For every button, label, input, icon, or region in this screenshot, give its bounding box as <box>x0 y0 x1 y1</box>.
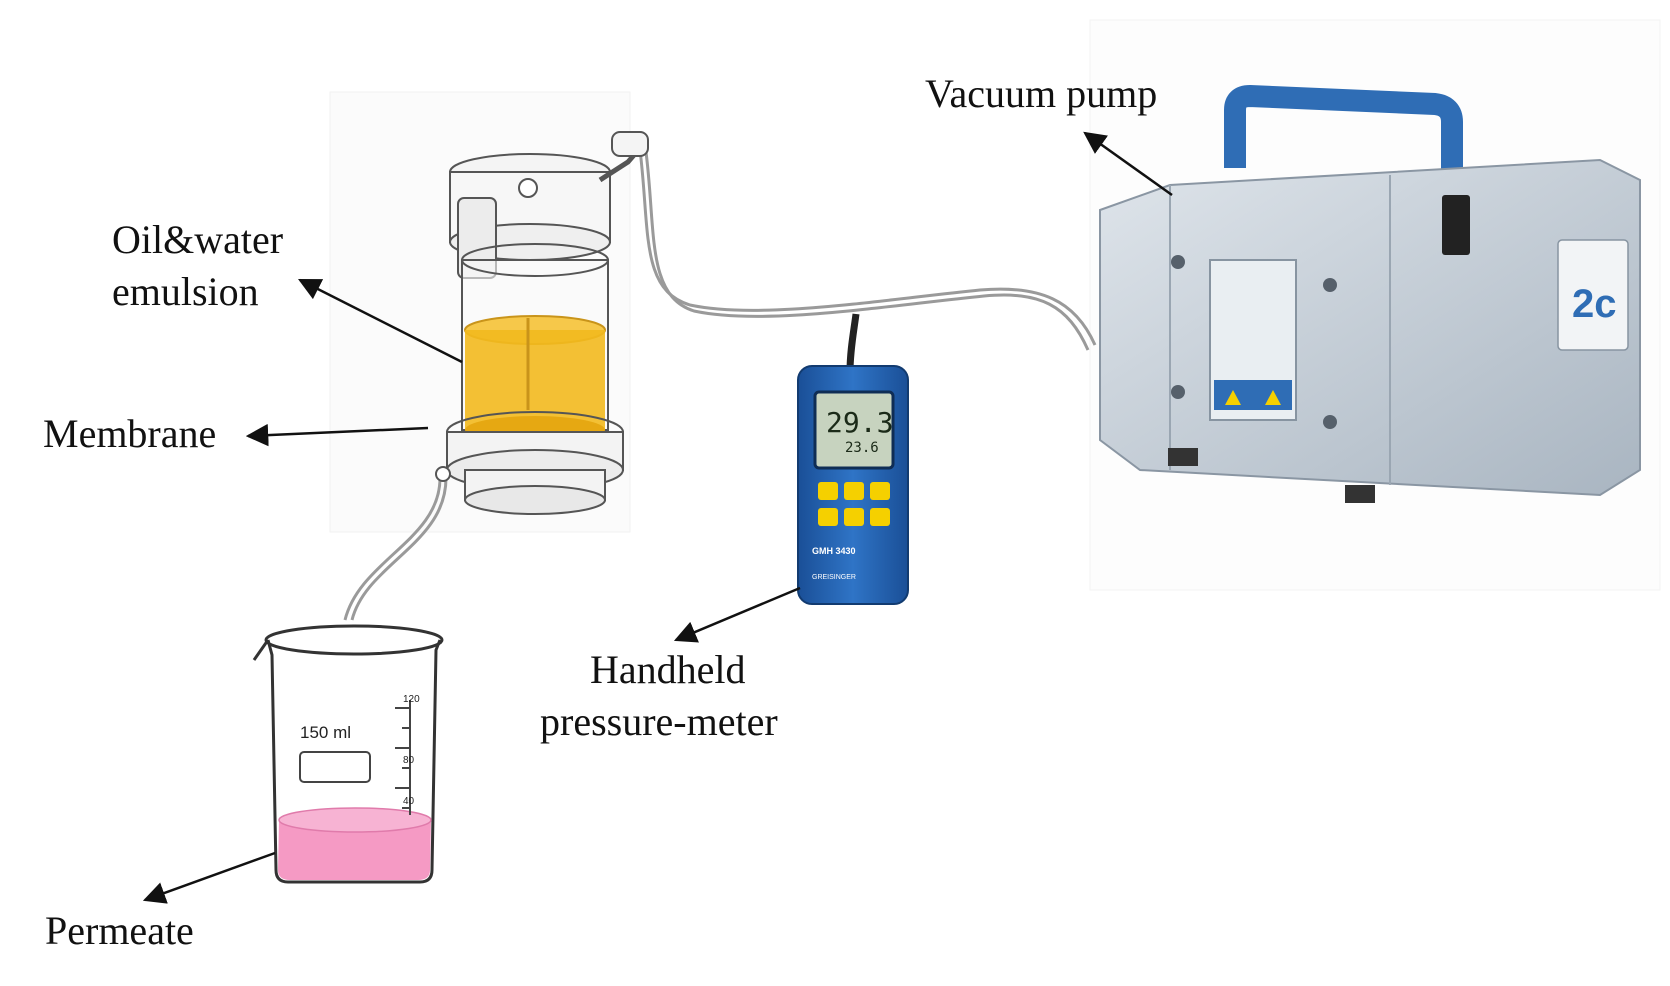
beaker-scale-mid: 80 <box>403 755 415 766</box>
label-emulsion-line2: emulsion <box>112 269 259 314</box>
beaker <box>252 624 444 884</box>
permeate-surface <box>278 807 432 833</box>
meter-model-label: GMH 3430 <box>812 546 856 556</box>
vacuum-pump <box>1099 85 1641 503</box>
permeate-liquid <box>278 820 431 880</box>
label-meter-line1: Handheld <box>590 647 746 692</box>
pressure-meter <box>797 313 909 605</box>
arrow-pressure-meter <box>673 586 801 643</box>
meter-reading-main: 29.3 <box>826 406 894 439</box>
arrow-membrane <box>245 423 429 447</box>
arrow-vacuum-pump <box>1083 131 1173 197</box>
tubing <box>343 149 1097 621</box>
beaker-volume-label: 150 ml <box>300 723 352 742</box>
beaker-scale-top: 120 <box>403 694 420 705</box>
beaker-scale-low: 40 <box>403 796 415 807</box>
label-membrane: Membrane <box>43 411 217 456</box>
pump-handle <box>1224 85 1463 175</box>
label-emulsion-line1: Oil&water <box>112 217 284 262</box>
arrow-permeate <box>142 851 276 904</box>
meter-display <box>813 390 895 470</box>
label-meter-line2: pressure-meter <box>540 699 778 744</box>
label-pressure-meter: Handheld pressure-meter <box>540 644 778 748</box>
label-vacuum-pump: Vacuum pump <box>925 71 1158 116</box>
label-emulsion: Oil&water emulsion <box>112 214 283 318</box>
label-permeate: Permeate <box>45 908 194 953</box>
pump-model-label: 2c <box>1572 282 1617 326</box>
callout-arrows <box>142 131 1173 904</box>
meter-keypad <box>818 482 890 526</box>
meter-brand-label: GREISINGER <box>812 574 856 581</box>
arrow-emulsion <box>297 278 463 364</box>
emulsion-liquid <box>465 330 605 430</box>
meter-reading-sub: 23.6 <box>845 440 879 456</box>
filter-holder <box>435 131 649 515</box>
